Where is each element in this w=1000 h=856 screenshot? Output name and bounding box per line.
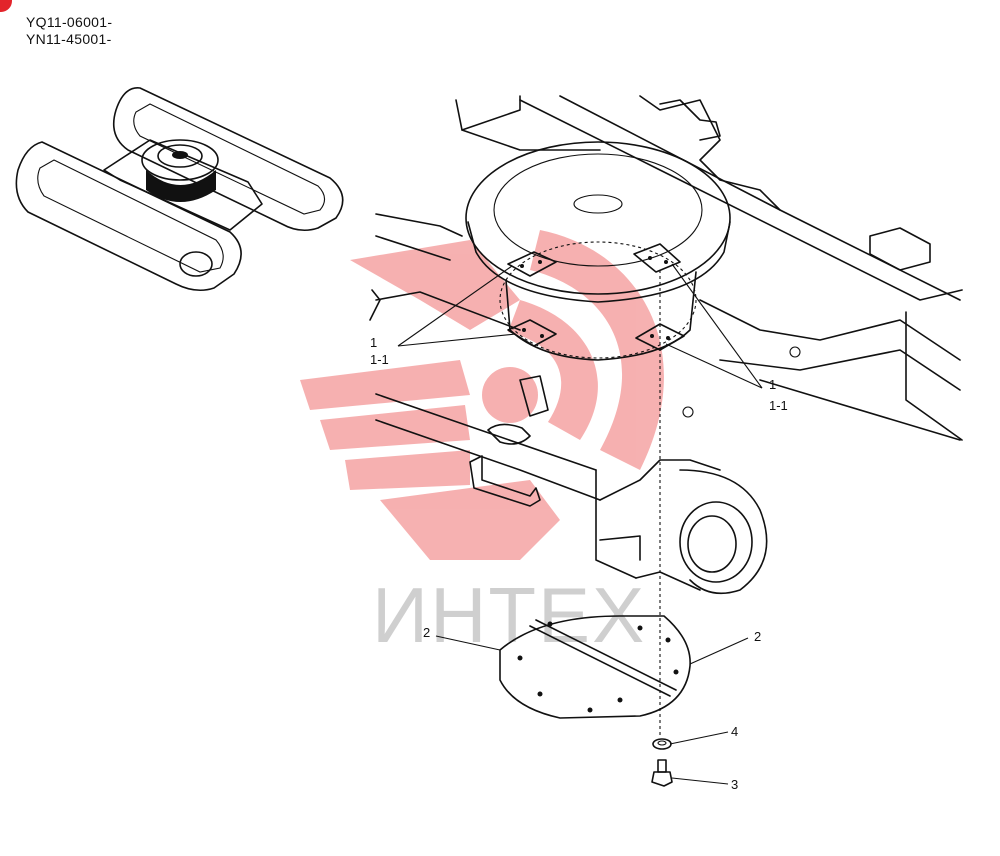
callout-left-1-1: 1-1 <box>370 352 389 367</box>
callout-part-3: 3 <box>731 777 738 792</box>
serial-line-2: YN11-45001- <box>26 31 112 47</box>
watermark-text: ИНТЕХ <box>372 571 646 659</box>
serial-line-1: YQ11-06001- <box>26 14 113 30</box>
bracket-plates <box>507 243 685 351</box>
callout-leaders <box>397 263 763 785</box>
under-cover <box>499 615 691 719</box>
washer-part-4 <box>652 738 672 750</box>
callout-right-1: 1 <box>769 377 776 392</box>
callout-right-1-1: 1-1 <box>769 398 788 413</box>
track-frame <box>369 95 963 595</box>
swing-bearing <box>465 141 731 361</box>
callout-left-2: 2 <box>423 625 430 640</box>
watermark-logo <box>300 230 664 560</box>
serial-range: YQ11-06001- YN11-45001- <box>26 14 112 48</box>
bolt-part-3 <box>651 759 673 787</box>
callout-part-4: 4 <box>731 724 738 739</box>
callout-left-1: 1 <box>370 335 377 350</box>
callout-right-2: 2 <box>754 629 761 644</box>
undercarriage-overview <box>15 87 344 292</box>
